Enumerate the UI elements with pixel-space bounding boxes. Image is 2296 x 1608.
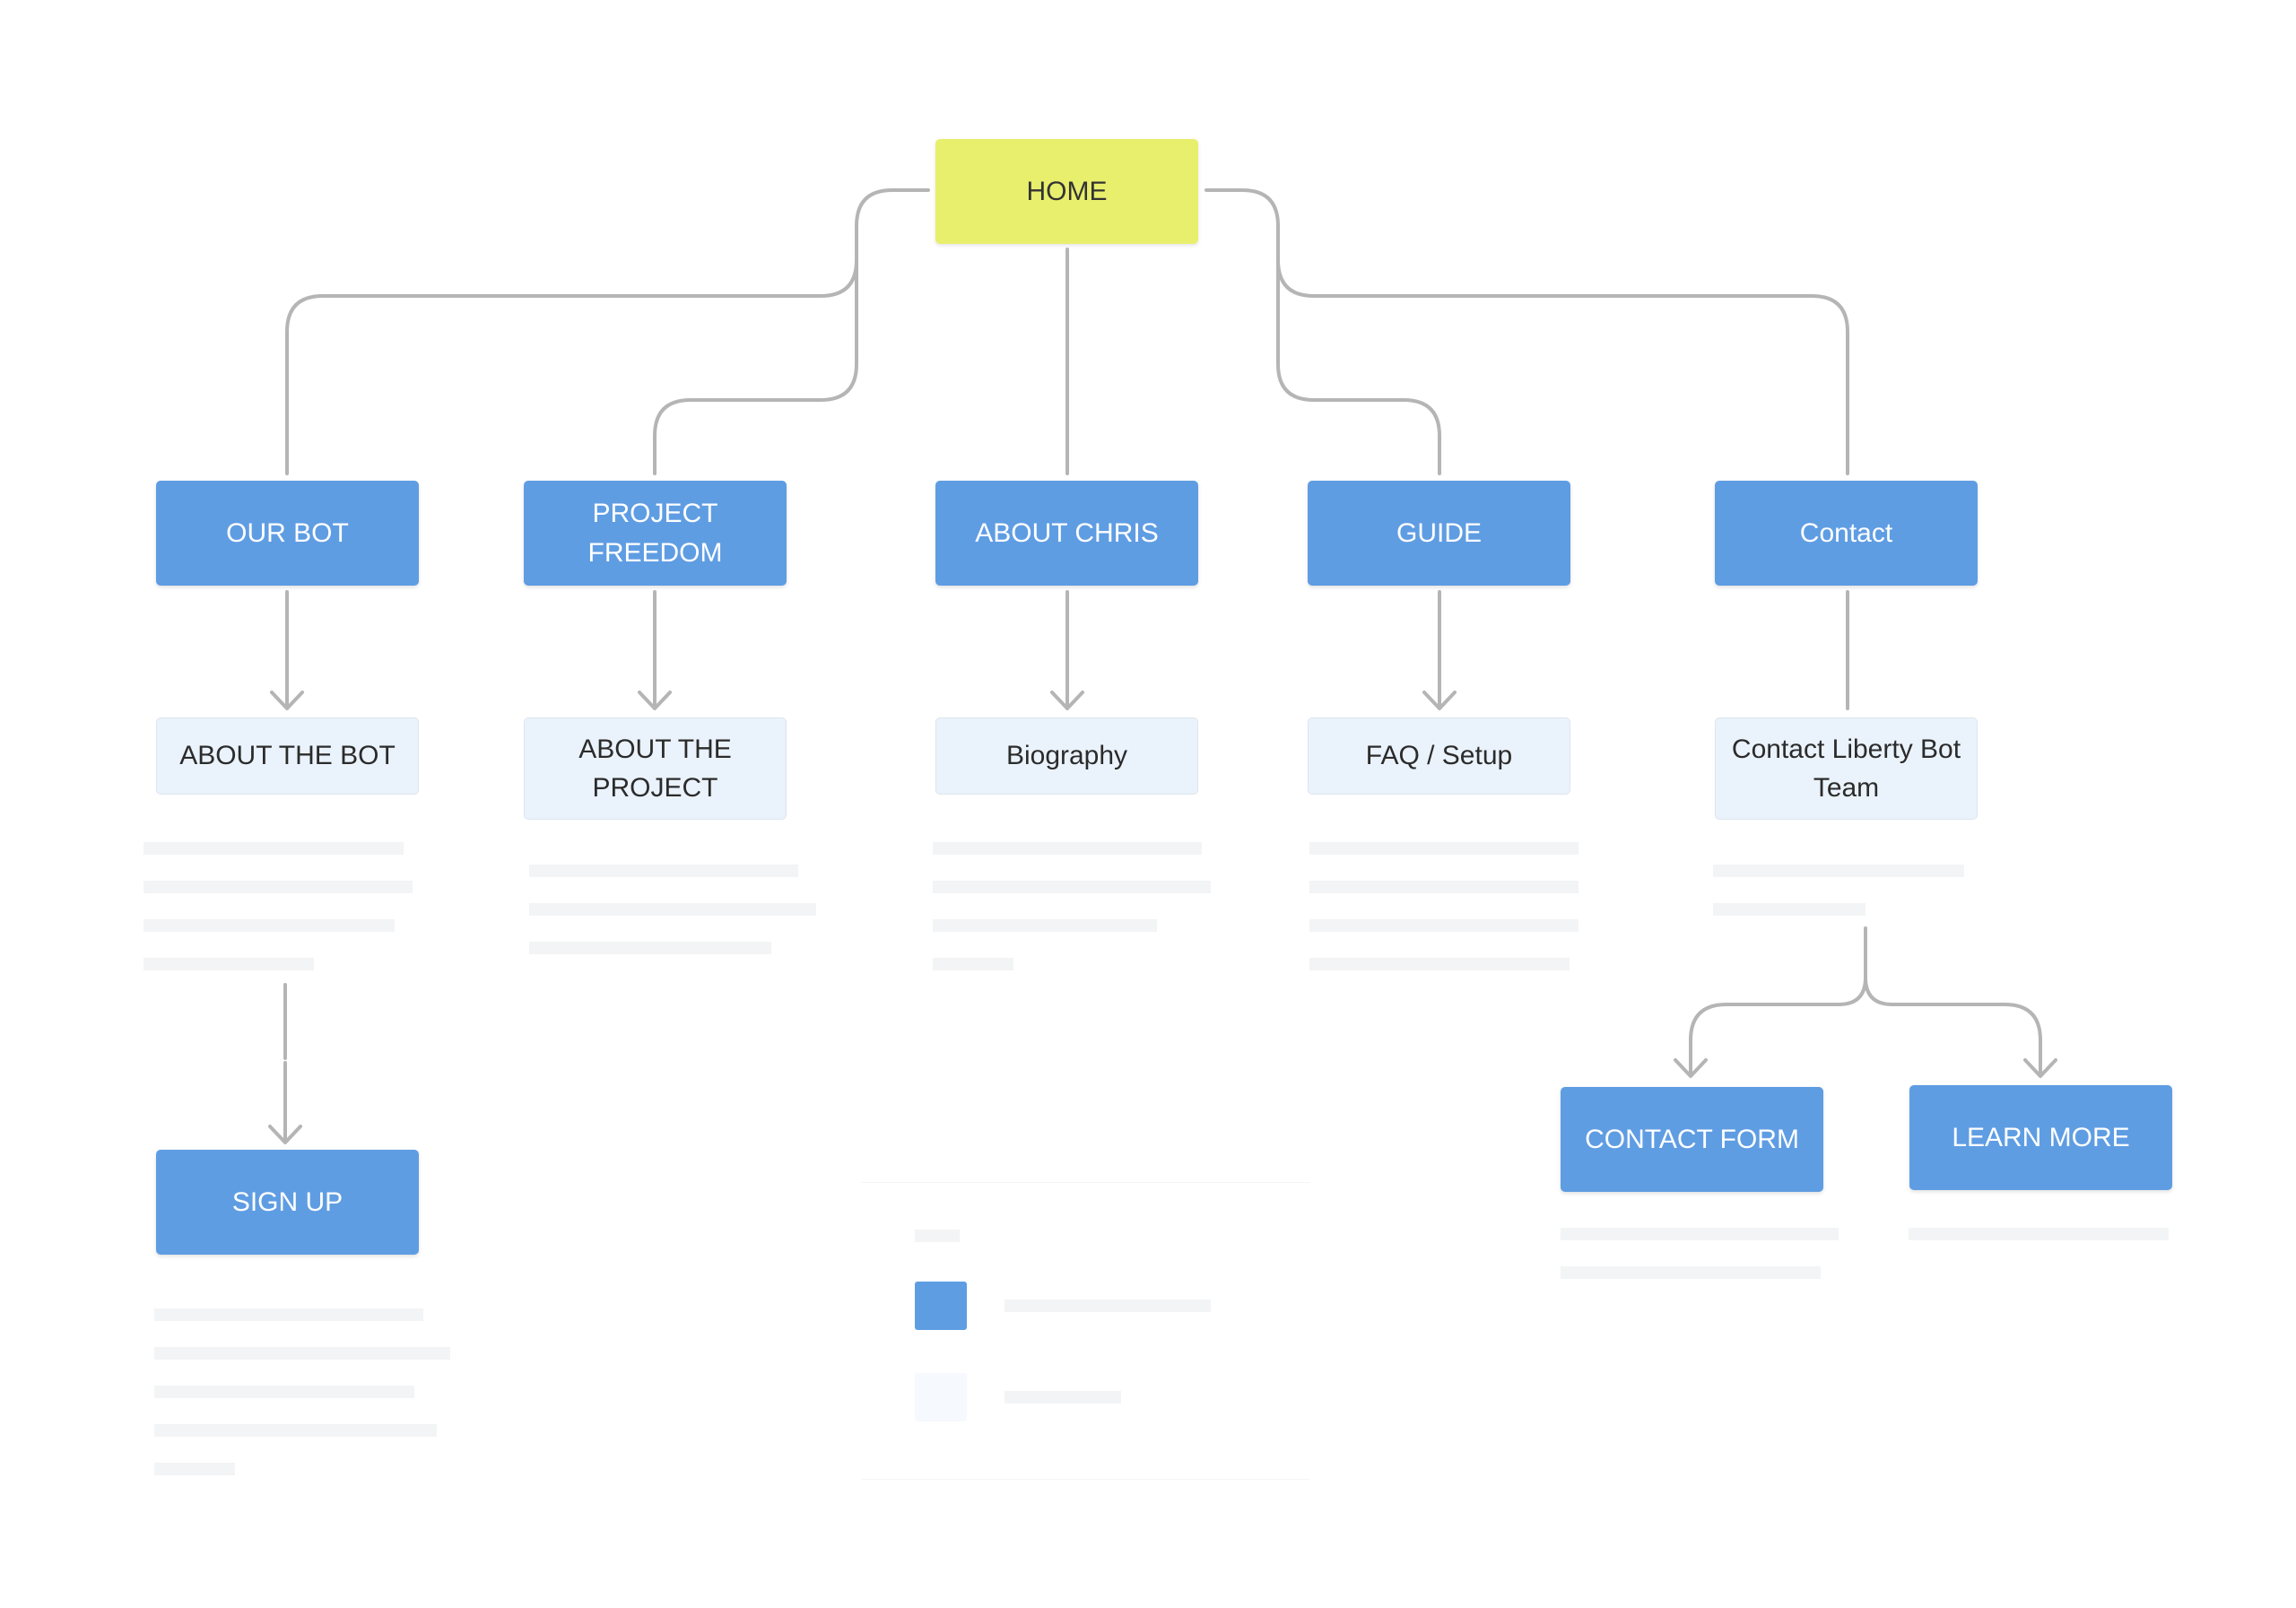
legend-sub-label-placeholder <box>1004 1391 1121 1404</box>
node-sign-up[interactable]: SIGN UP <box>156 1150 419 1255</box>
node-contact-form[interactable]: CONTACT FORM <box>1561 1087 1823 1192</box>
connector-contact-split <box>1674 926 1867 1078</box>
node-biography-label: Biography <box>1005 741 1128 771</box>
node-about-the-project[interactable]: ABOUT THE PROJECT <box>524 717 787 820</box>
desc-our-bot <box>144 830 413 970</box>
desc-contact <box>1713 852 1982 916</box>
node-about-the-project-label: ABOUT THE PROJECT <box>578 734 732 804</box>
node-our-bot[interactable]: OUR BOT <box>156 481 419 586</box>
desc-project <box>529 852 816 954</box>
connector-home-contact <box>1205 188 1849 475</box>
node-biography[interactable]: Biography <box>935 717 1198 795</box>
connector-home-our-bot <box>285 188 930 475</box>
node-home-label: HOME <box>1026 176 1108 206</box>
node-contact-team-label: Contact Liberty Bot Team <box>1731 734 1961 804</box>
node-learn-more-label: LEARN MORE <box>1952 1122 2130 1152</box>
node-guide-label: GUIDE <box>1396 517 1482 548</box>
arrow-guide-faq <box>1422 590 1457 710</box>
node-project-freedom-label: PROJECT FREEDOM <box>587 499 723 568</box>
node-guide[interactable]: GUIDE <box>1308 481 1570 586</box>
desc-learn-more <box>1909 1215 2178 1240</box>
legend-primary-swatch <box>915 1282 967 1330</box>
node-contact-team[interactable]: Contact Liberty Bot Team <box>1715 717 1978 820</box>
legend <box>861 1182 1309 1480</box>
node-contact-label: Contact <box>1799 517 1893 548</box>
legend-primary-label-placeholder <box>1004 1299 1211 1312</box>
legend-title-placeholder <box>915 1230 960 1242</box>
node-contact[interactable]: Contact <box>1715 481 1978 586</box>
connector-home-guide <box>1276 258 1441 475</box>
connector-contact-split-right <box>1864 976 2057 1078</box>
desc-guide <box>1309 830 1596 970</box>
arrow-signup <box>268 983 302 1144</box>
node-contact-form-label: CONTACT FORM <box>1585 1124 1799 1154</box>
node-about-chris[interactable]: ABOUT CHRIS <box>935 481 1198 586</box>
node-faq-setup[interactable]: FAQ / Setup <box>1308 717 1570 795</box>
node-project-freedom[interactable]: PROJECT FREEDOM <box>524 481 787 586</box>
node-about-chris-label: ABOUT CHRIS <box>975 517 1159 548</box>
desc-contact-form <box>1561 1215 1848 1279</box>
connector-home-project-freedom <box>653 258 858 475</box>
node-about-the-bot-label: ABOUT THE BOT <box>179 741 396 771</box>
legend-sub-swatch <box>915 1373 967 1421</box>
node-about-the-bot[interactable]: ABOUT THE BOT <box>156 717 419 795</box>
node-faq-setup-label: FAQ / Setup <box>1365 741 1513 771</box>
node-learn-more[interactable]: LEARN MORE <box>1909 1085 2172 1190</box>
node-our-bot-label: OUR BOT <box>226 517 349 548</box>
arrow-our-bot-about <box>270 590 304 710</box>
desc-chris <box>933 830 1220 970</box>
arrow-project-about <box>638 590 672 710</box>
node-sign-up-label: SIGN UP <box>231 1186 344 1217</box>
node-home[interactable]: HOME <box>935 139 1198 244</box>
arrow-chris-biography <box>1050 590 1084 710</box>
desc-sign-up <box>154 1296 450 1475</box>
